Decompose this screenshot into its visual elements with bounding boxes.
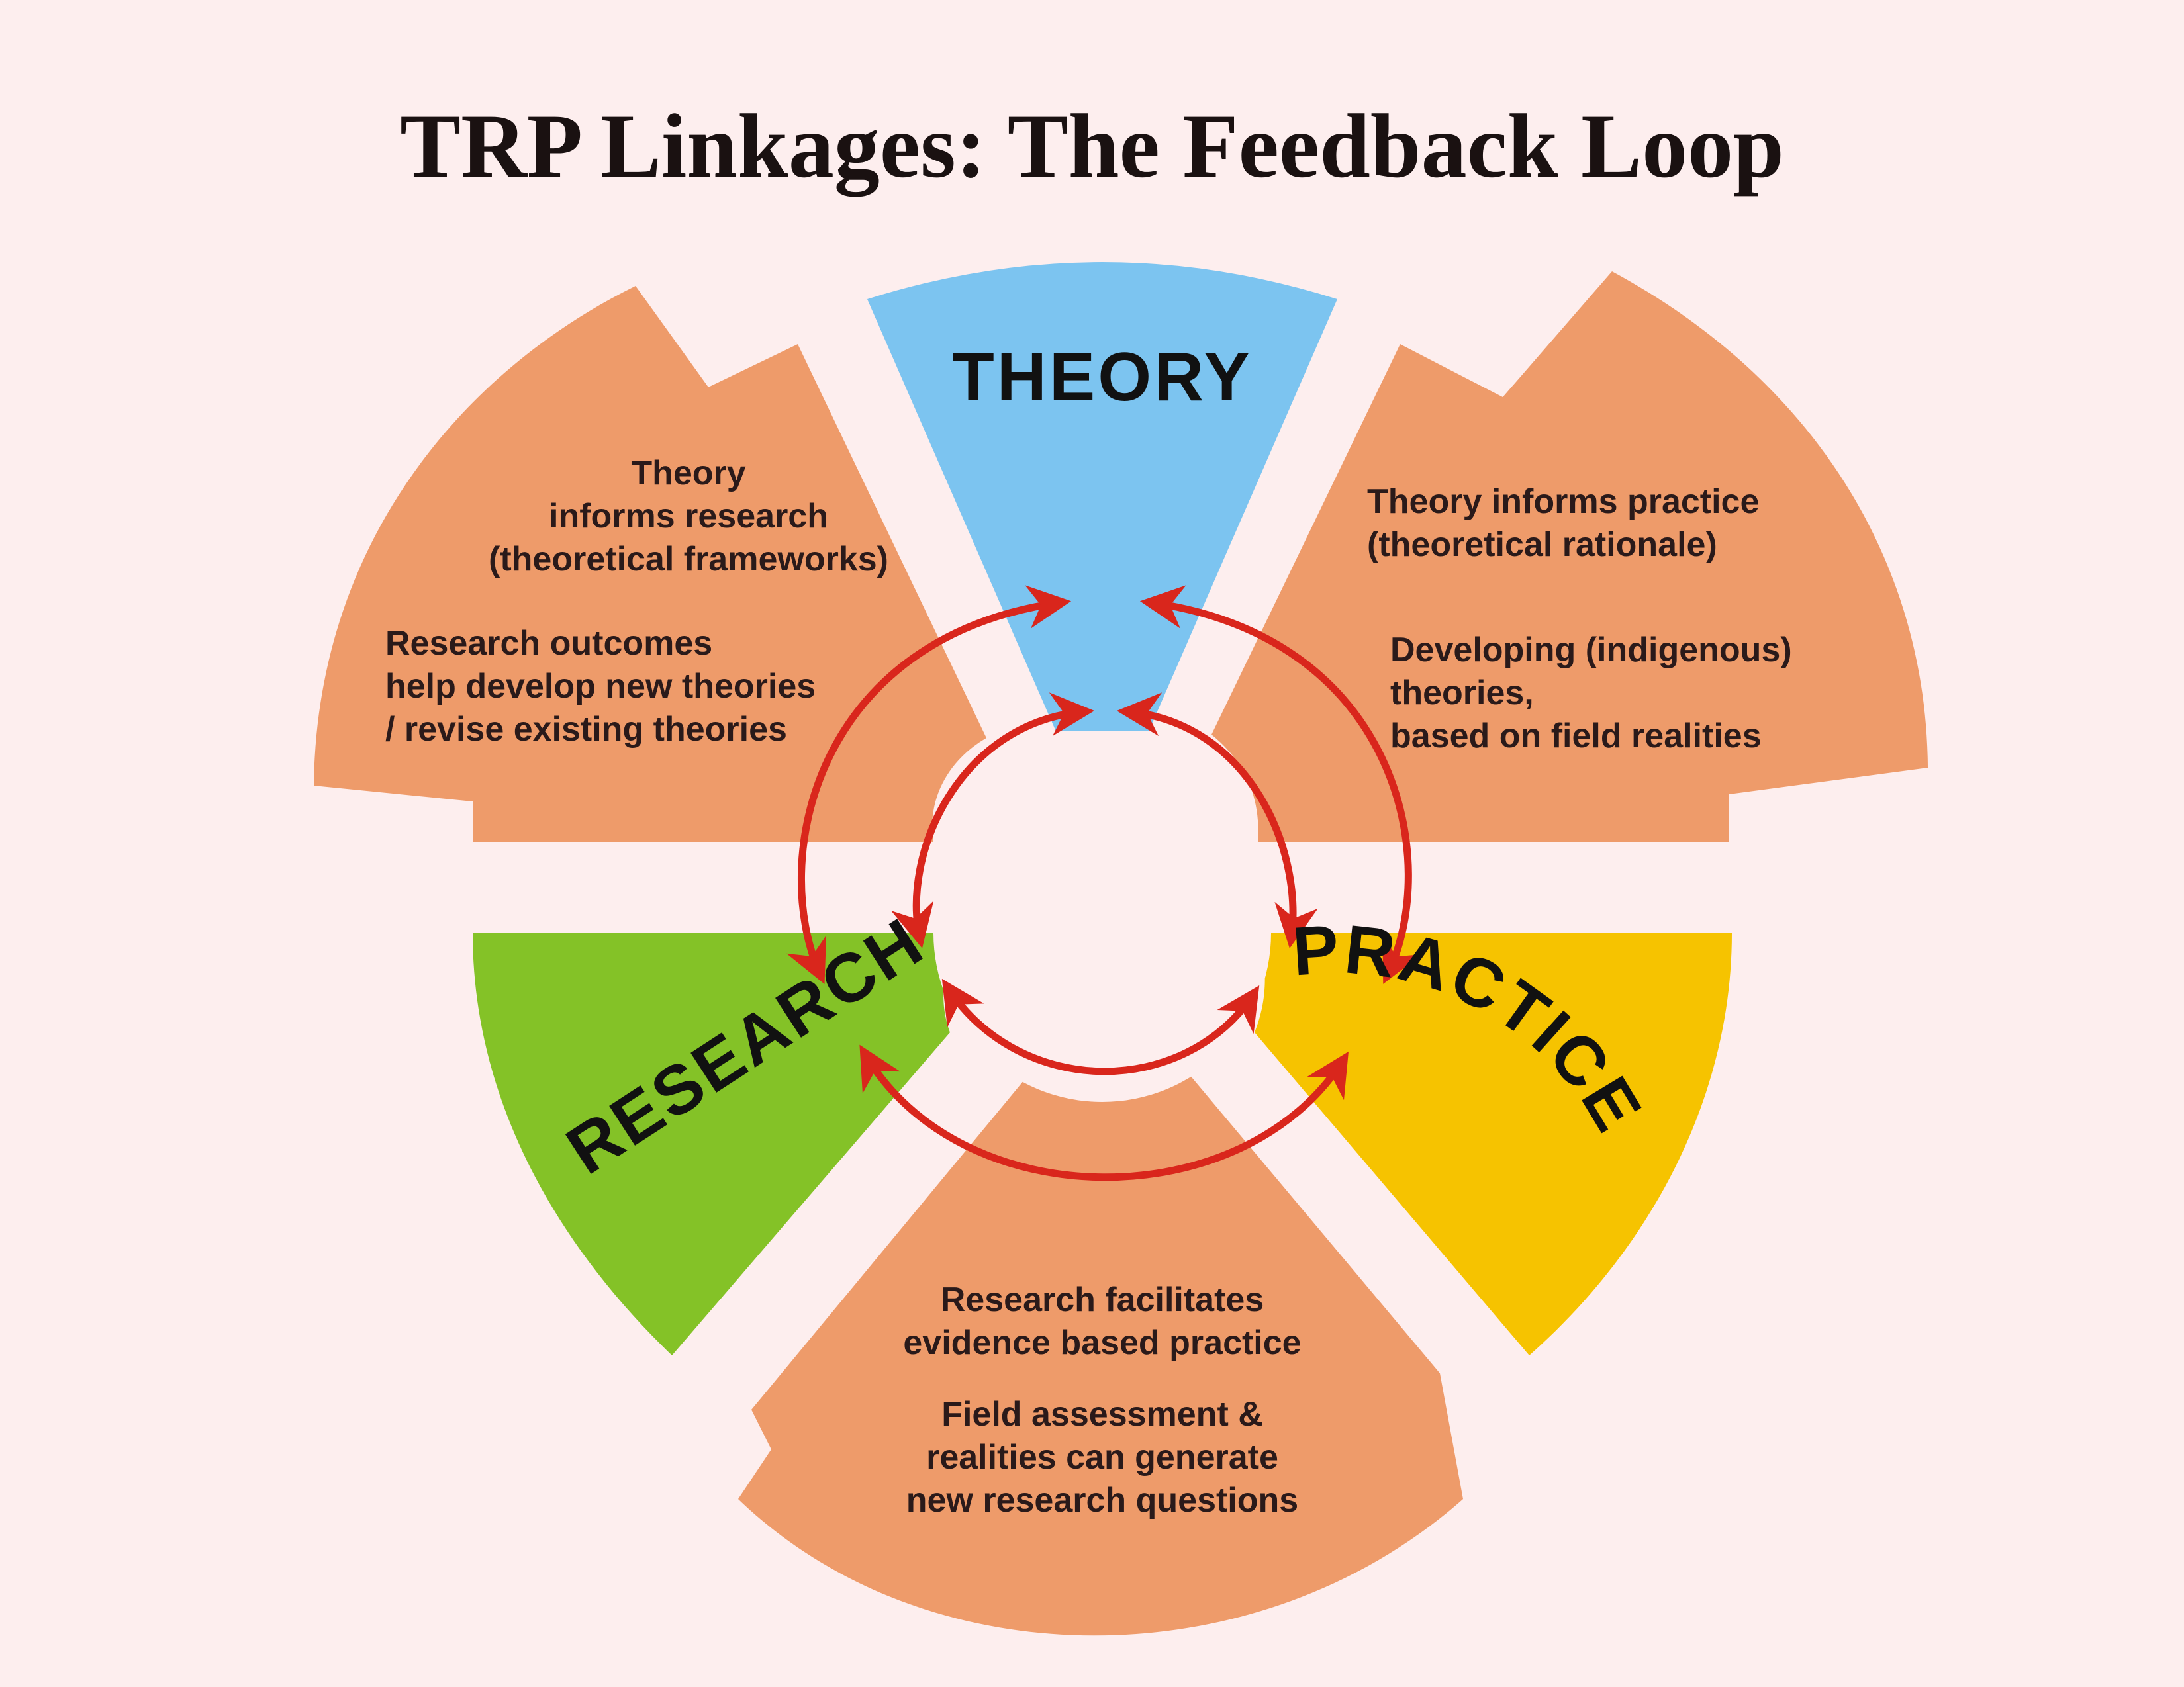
note-line: Developing (indigenous) <box>1390 631 1792 669</box>
note-line: (theoretical rationale) <box>1367 525 1717 564</box>
inner-arrow-research-practice <box>941 978 1260 1075</box>
inner-arrow-theory-practice <box>1116 692 1318 949</box>
research-practice-sector <box>738 1046 1463 1636</box>
note-line: Research outcomes <box>385 624 713 662</box>
theory-practice-note-bottom: Developing (indigenous) theories, based … <box>1390 629 1792 758</box>
outer-arrow-theory-practice <box>1139 585 1422 984</box>
note-line: theories, <box>1390 674 1534 712</box>
note-line: new research questions <box>906 1481 1299 1520</box>
note-line: Theory <box>631 454 746 492</box>
outer-arrow-theory-research <box>786 585 1072 985</box>
note-line: (theoretical frameworks) <box>489 540 888 578</box>
note-line: Research facilitates <box>940 1281 1264 1319</box>
note-line: evidence based practice <box>903 1324 1302 1362</box>
theory-sector <box>867 262 1337 731</box>
inner-arrow-theory-research <box>891 692 1095 948</box>
practice-sector <box>1255 933 1732 1355</box>
theory-label: THEORY <box>952 339 1253 416</box>
outer-arrow-research-practice <box>859 1044 1349 1181</box>
note-line: based on field realities <box>1390 717 1762 755</box>
note-line: / revise existing theories <box>385 710 787 749</box>
note-line: Theory informs practice <box>1367 482 1760 521</box>
theory-research-note-top: Theory informs research (theoretical fra… <box>424 452 953 581</box>
research-practice-note-bottom: Field assessment & realities can generat… <box>837 1393 1367 1522</box>
center-circle <box>933 764 1271 1102</box>
page-title: TRP Linkages: The Feedback Loop <box>400 95 1784 197</box>
note-line: Field assessment & <box>941 1395 1263 1434</box>
note-line: realities can generate <box>926 1438 1278 1477</box>
theory-practice-note-top: Theory informs practice (theoretical rat… <box>1367 480 1759 567</box>
research-sector <box>473 933 960 1355</box>
note-line: help develop new theories <box>385 667 816 706</box>
note-line: informs research <box>549 497 828 535</box>
feedback-arrows <box>786 585 1422 1181</box>
theory-research-note-bottom: Research outcomes help develop new theor… <box>385 622 816 751</box>
research-practice-note-top: Research facilitates evidence based prac… <box>837 1279 1367 1365</box>
